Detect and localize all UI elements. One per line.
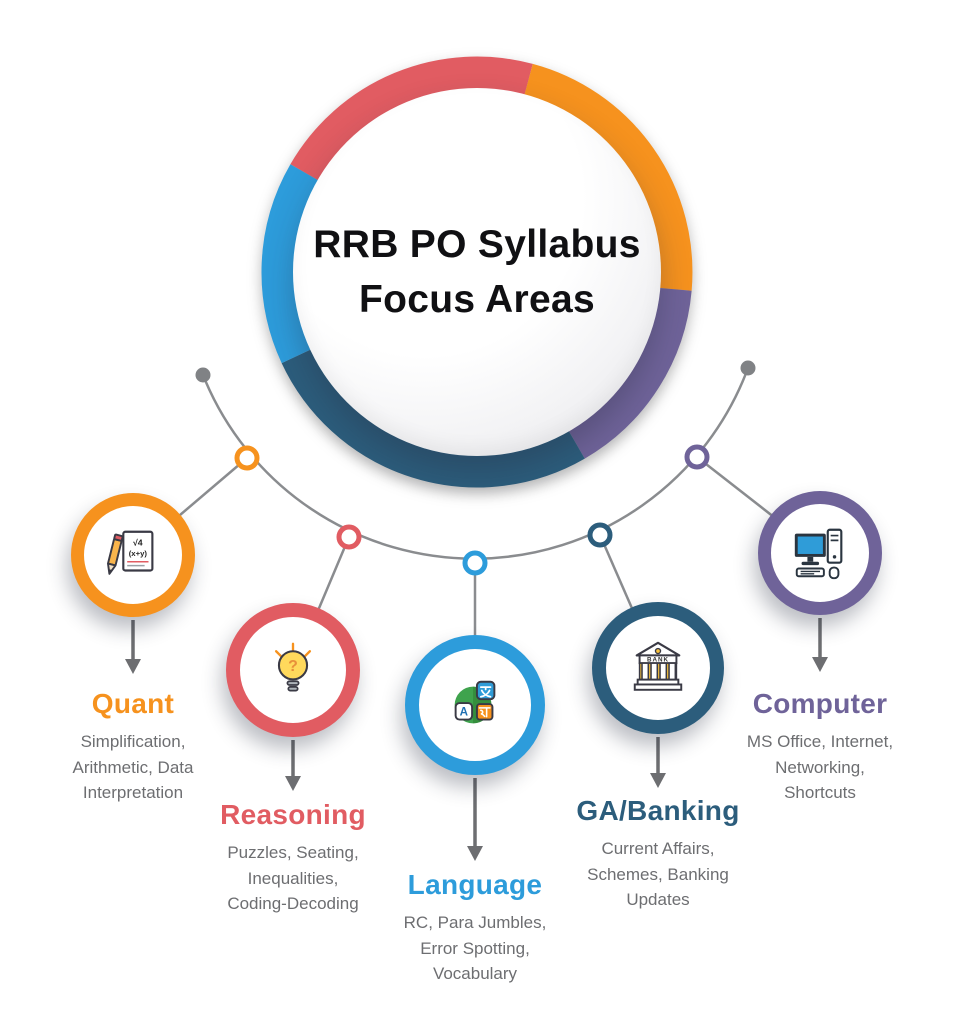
satellite-quant: √4 (x+y): [71, 493, 195, 617]
pencil: [107, 533, 124, 575]
bulb-rays: [274, 642, 312, 658]
ring-blue-segment: [261, 164, 320, 364]
label-language: Language: [407, 869, 543, 900]
pc-tower-slots: [830, 534, 839, 542]
arrow-reasoning: [285, 740, 301, 791]
node-dot-computer: [684, 444, 710, 470]
bank-sign-text: BANK: [647, 657, 669, 664]
mouse: [828, 566, 840, 580]
hindi-glyph: [478, 707, 491, 718]
node-dot-ga: [587, 522, 613, 548]
label-block-quant: Quant Simplification, Arithmetic, Data I…: [18, 688, 248, 806]
bank-column-1: [641, 662, 650, 681]
label-computer: Computer: [752, 688, 888, 719]
keyboard: [795, 567, 825, 578]
bulb-glass: [277, 650, 309, 681]
hindi-box: [475, 703, 494, 721]
label-block-computer: Computer MS Office, Internet, Networking…: [705, 688, 935, 806]
page-title: RRB PO Syllabus Focus Areas: [313, 217, 640, 328]
desc-reasoning: Puzzles, Seating, Inequalities, Coding-D…: [227, 843, 359, 913]
syllabus-ring: [261, 56, 693, 488]
garland-end-dot-left: [195, 367, 211, 383]
node-dot-quant: [234, 445, 260, 471]
bulb-base-1: [286, 680, 300, 686]
keyboard-keys: [800, 570, 820, 575]
cjk-box: [475, 680, 496, 701]
latin-letter: A: [460, 706, 469, 719]
arrow-computer: [812, 618, 828, 672]
bank-building-icon: BANK: [633, 641, 683, 691]
label-ga-banking: GA/Banking: [576, 795, 740, 826]
down-arrows: [125, 618, 828, 861]
ring-red-segment: [290, 56, 533, 181]
page-title-line-2: Focus Areas: [359, 278, 595, 321]
garland-end-dot-right: [740, 360, 756, 376]
cjk-glyph: [479, 686, 492, 698]
bank-column-3: [659, 662, 668, 681]
arrow-ga: [650, 737, 666, 788]
desc-quant: Simplification, Arithmetic, Data Interpr…: [72, 732, 194, 802]
desc-language: RC, Para Jumbles, Error Spotting, Vocabu…: [403, 913, 547, 983]
pc-power-button: [832, 555, 837, 559]
math-sheet-pencil-icon: √4 (x+y): [107, 530, 154, 575]
monitor-screen: [797, 536, 823, 554]
arrow-quant: [125, 620, 141, 674]
satellite-language: A: [405, 635, 545, 775]
math-sheet: [122, 530, 154, 572]
translation-globe-icon: A: [454, 680, 496, 724]
label-reasoning: Reasoning: [220, 799, 366, 830]
label-block-language: Language RC, Para Jumbles, Error Spottin…: [360, 869, 590, 987]
bank-step-2: [633, 683, 683, 691]
page-title-line-1: RRB PO Syllabus: [313, 222, 641, 266]
label-quant: Quant: [91, 688, 175, 719]
formula-sqrt: √4: [133, 537, 143, 547]
lightbulb-question-icon: ?: [274, 642, 312, 692]
ring-orange-segment: [524, 63, 693, 291]
ring-purple-segment: [568, 287, 692, 459]
node-dot-language: [462, 550, 488, 576]
central-circle: RRB PO Syllabus Focus Areas: [293, 88, 661, 456]
node-dot-reasoning: [336, 524, 362, 550]
bank-coin: [654, 647, 662, 655]
desc-ga-banking: Current Affairs, Schemes, Banking Update…: [587, 839, 729, 909]
bank-column-2: [650, 662, 659, 681]
formula-xy: (x+y): [129, 549, 148, 558]
desc-computer: MS Office, Internet, Networking, Shortcu…: [746, 732, 894, 802]
latin-box: [454, 702, 474, 721]
label-block-ga-banking: GA/Banking Current Affairs, Schemes, Ban…: [543, 795, 773, 913]
monitor-neck: [807, 556, 814, 562]
ring-teal-segment: [281, 348, 585, 488]
label-block-reasoning: Reasoning Puzzles, Seating, Inequalities…: [178, 799, 408, 917]
bank-column-4: [668, 662, 677, 681]
question-mark: ?: [288, 658, 298, 675]
monitor-base: [801, 561, 820, 566]
pc-tower: [826, 528, 843, 564]
arrow-language: [467, 778, 483, 861]
bulb-base-2: [287, 686, 299, 692]
satellite-computer: [758, 491, 882, 615]
desktop-computer-icon: [794, 528, 843, 580]
